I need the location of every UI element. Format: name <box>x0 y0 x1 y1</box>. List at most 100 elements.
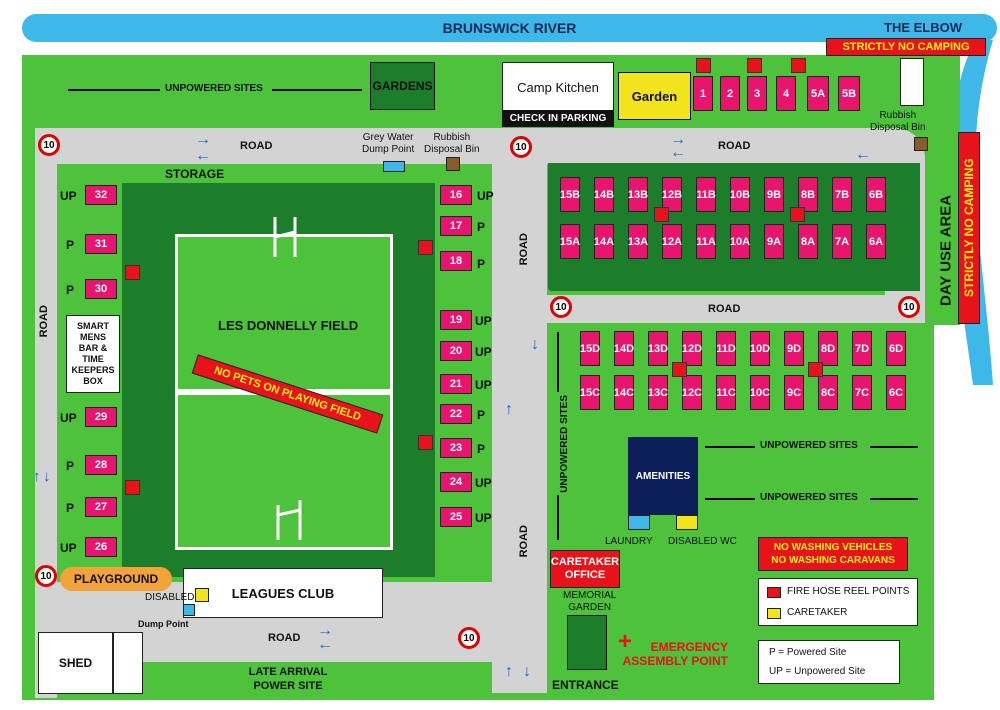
fire-hose-point <box>808 362 823 377</box>
unpowered-legend: UP = Unpowered Site <box>769 666 866 677</box>
dash-line <box>870 498 918 500</box>
site-10d: 10D <box>750 331 770 366</box>
disabled-wc-label: DISABLED WC <box>668 536 737 547</box>
dash-line <box>870 446 918 448</box>
no-washing-warning: NO WASHING VEHICLES NO WASHING CARAVANS <box>758 537 908 571</box>
site-31: 31 <box>85 234 117 254</box>
dump-point-label: Dump Point <box>138 619 189 629</box>
disabled-wc-box <box>676 515 698 530</box>
site-type-20: UP <box>475 345 492 359</box>
arrow-up-icon: ↑ <box>505 663 513 680</box>
late-arrival-power-site: LATE ARRIVAL POWER SITE <box>248 666 328 692</box>
site-13b: 13B <box>628 177 648 212</box>
caretaker-swatch <box>767 608 781 619</box>
speed-limit-sign: 10 <box>898 296 920 318</box>
arrow-right-icon: → <box>317 622 333 639</box>
site-type-23: P <box>477 442 486 456</box>
site-17: 17 <box>440 216 472 236</box>
playground: PLAYGROUND <box>60 567 172 591</box>
speed-limit-sign: 10 <box>35 565 57 587</box>
site-18: 18 <box>440 251 472 271</box>
dash-line <box>705 446 755 448</box>
site-21: 21 <box>440 374 472 394</box>
site-30: 30 <box>85 279 117 299</box>
fire-hose-point <box>125 480 140 495</box>
site-14a: 14A <box>594 224 614 259</box>
site-9a: 9A <box>764 224 784 259</box>
fire-hose-legend: FIRE HOSE REEL POINTS <box>787 586 910 597</box>
fire-hose-point <box>747 58 762 73</box>
road-label-bottom: ROAD <box>268 632 301 644</box>
site-11a: 11A <box>696 224 716 259</box>
caretaker-office: CARETAKER OFFICE <box>550 550 620 588</box>
emergency-assembly-point: EMERGENCY ASSEMBLY POINT <box>622 640 728 668</box>
site-6d: 6D <box>886 331 906 366</box>
site-24: 24 <box>440 472 472 492</box>
memorial-garden-label: MEMORIAL GARDEN <box>563 590 617 613</box>
entrance-label: ENTRANCE <box>552 678 619 692</box>
unpowered-sites-vertical: UNPOWERED SITES <box>559 395 570 493</box>
dash-line <box>557 495 559 540</box>
site-11d: 11D <box>716 331 736 366</box>
fire-hose-point <box>791 58 806 73</box>
site-15b: 15B <box>560 177 580 212</box>
site-type-22: P <box>477 408 486 422</box>
site-25: 25 <box>440 507 472 527</box>
site-8d: 8D <box>818 331 838 366</box>
site-20: 20 <box>440 341 472 361</box>
site-16: 16 <box>440 185 472 205</box>
rubbish-bin-right <box>914 137 928 151</box>
fire-hose-point <box>672 362 687 377</box>
site-9b: 9B <box>764 177 784 212</box>
site-12d: 12D <box>682 331 702 366</box>
site-type-21: UP <box>475 378 492 392</box>
site-14b: 14B <box>594 177 614 212</box>
site-15d: 15D <box>580 331 600 366</box>
brunswick-river: BRUNSWICK RIVER <box>22 14 997 42</box>
arrow-left-icon: ← <box>317 636 333 653</box>
unpowered-sites-top: UNPOWERED SITES <box>165 83 263 94</box>
disabled-label: DISABLED <box>145 592 195 603</box>
site-14c: 14C <box>614 375 634 410</box>
site-type-18: P <box>477 257 486 271</box>
site-type-31: P <box>66 238 75 252</box>
arrow-down-icon: ↓ <box>531 336 539 353</box>
site-15c: 15C <box>580 375 600 410</box>
site-8a: 8A <box>798 224 818 259</box>
speed-limit-sign: 10 <box>510 136 532 158</box>
road-left <box>35 128 57 698</box>
site-5a: 5A <box>807 76 829 111</box>
site-27: 27 <box>85 497 117 517</box>
arrow-up-icon: ↑ <box>33 468 41 485</box>
disabled-parking-box <box>195 588 209 602</box>
arrow-right-icon: → <box>670 131 686 148</box>
site-15a: 15A <box>560 224 580 259</box>
powered-legend: P = Powered Site <box>769 647 847 658</box>
goal-post-bottom-icon <box>276 500 302 540</box>
speed-limit-sign: 10 <box>38 134 60 156</box>
site-6a: 6A <box>866 224 886 259</box>
goal-post-top-icon <box>273 217 297 257</box>
laundry-box <box>628 515 650 530</box>
site-13a: 13A <box>628 224 648 259</box>
site-type-25: UP <box>475 511 492 525</box>
site-12c: 12C <box>682 375 702 410</box>
site-19: 19 <box>440 310 472 330</box>
grey-water-label: Grey Water Dump Point <box>362 132 415 155</box>
site-12b: 12B <box>662 177 682 212</box>
check-in-parking: CHECK IN PARKING <box>502 110 614 127</box>
road-middle <box>545 295 925 323</box>
site-23: 23 <box>440 438 472 458</box>
legend-colors: FIRE HOSE REEL POINTS CARETAKER <box>758 578 918 626</box>
speed-limit-sign: 10 <box>458 627 480 649</box>
grey-water-dump <box>383 161 405 172</box>
arrow-left-icon: ← <box>855 146 871 163</box>
fire-hose-point <box>696 58 711 73</box>
no-camping-top: STRICTLY NO CAMPING <box>826 38 986 56</box>
site-6b: 6B <box>866 177 886 212</box>
site-7b: 7B <box>832 177 852 212</box>
no-camping-side: STRICTLY NO CAMPING <box>958 132 980 324</box>
dump-point-box <box>183 604 195 616</box>
rubbish-bin-right-label: Rubbish Disposal Bin <box>870 110 926 133</box>
arrow-up-icon: ↑ <box>505 401 513 418</box>
